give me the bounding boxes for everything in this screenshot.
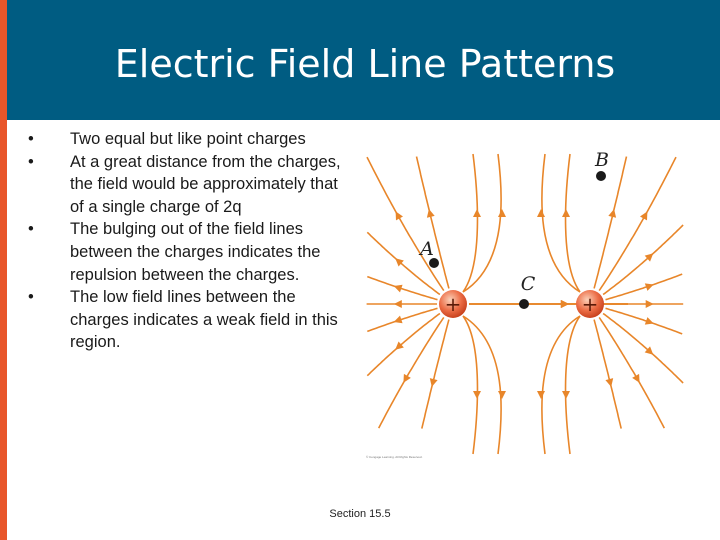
field-line (367, 275, 438, 301)
field-arrow (562, 209, 570, 217)
field-line (367, 307, 438, 333)
bullet-dot: • (28, 152, 34, 171)
field-line (598, 156, 677, 292)
image-credit: © Cengage Learning. All Rights Reserved. (366, 455, 423, 459)
bullet-item: • The low field lines between the charges… (28, 286, 348, 354)
field-arrow (393, 315, 403, 324)
field-line (564, 153, 581, 293)
bullet-list: • Two equal but like point charges • At a … (28, 128, 348, 354)
field-line (415, 156, 450, 289)
bullet-dot: • (28, 220, 34, 239)
slide-title: Electric Field Line Patterns (114, 42, 616, 86)
bullet-dot: • (28, 130, 34, 148)
field-line (421, 319, 450, 429)
field-arrow (393, 284, 403, 293)
field-line (462, 315, 479, 455)
point-a-label: A (418, 238, 434, 260)
field-arrows (393, 209, 654, 399)
bullet-text: Two equal but like point charges (70, 130, 306, 148)
field-line (605, 273, 683, 301)
field-arrow (473, 391, 481, 399)
field-line (462, 153, 502, 293)
field-line (602, 224, 684, 296)
bullet-text: The low field lines between the charges … (70, 288, 338, 352)
field-arrow (644, 283, 654, 291)
bullet-item: • Two equal but like point charges (28, 128, 348, 151)
field-line (366, 312, 441, 377)
field-line (602, 312, 684, 384)
section-label: Section 15.5 (329, 508, 391, 520)
field-arrow (632, 373, 640, 383)
bullet-item: • At a great distance from the charges, t… (28, 151, 348, 219)
point-c-label: C (521, 273, 536, 295)
field-line (366, 231, 441, 296)
field-arrow (644, 253, 654, 262)
field-arrow (537, 209, 545, 217)
point-b-label: B (594, 149, 609, 171)
field-line (541, 153, 581, 293)
field-line (593, 156, 628, 289)
accent-bar (0, 0, 7, 540)
field-line (366, 156, 445, 292)
field-arrow (537, 391, 545, 399)
charge-right-sign: + (582, 292, 599, 316)
bullet-text: At a great distance from the charges, th… (70, 152, 341, 216)
field-arrow (644, 346, 654, 355)
bullet-item: • The bulging out of the field lines betw… (28, 218, 348, 286)
field-arrow (395, 258, 404, 267)
charge-left (439, 290, 467, 318)
field-arrow (393, 300, 402, 308)
bullet-dot: • (28, 288, 34, 307)
charge-left-sign: + (445, 292, 462, 316)
header-bar (7, 0, 720, 120)
field-arrow (498, 391, 506, 399)
field-arrow (426, 209, 435, 218)
field-line (598, 316, 666, 429)
field-arrow (395, 341, 404, 350)
field-arrow (498, 209, 506, 217)
field-arrow (644, 317, 654, 325)
field-arrow (473, 209, 481, 217)
point-a (429, 258, 439, 268)
field-arrow (429, 378, 438, 387)
field-arrow (560, 300, 569, 308)
field-lines (366, 153, 684, 455)
field-line (462, 153, 479, 293)
field-arrow (605, 378, 614, 387)
field-line (541, 315, 581, 455)
field-arrow (645, 300, 654, 308)
field-line (564, 315, 581, 455)
charge-right (576, 290, 604, 318)
field-line (593, 319, 622, 429)
field-arrow (395, 211, 403, 221)
point-b (596, 171, 606, 181)
field-line-diagram: + + A B C (366, 149, 684, 455)
field-arrow (608, 209, 617, 218)
point-c (519, 299, 529, 309)
field-arrow (562, 391, 570, 399)
field-arrow (640, 211, 648, 221)
field-line (605, 307, 683, 335)
field-line (377, 316, 445, 429)
field-arrow (403, 373, 411, 383)
field-line (462, 315, 502, 455)
bullet-text: The bulging out of the field lines betwe… (70, 220, 321, 284)
